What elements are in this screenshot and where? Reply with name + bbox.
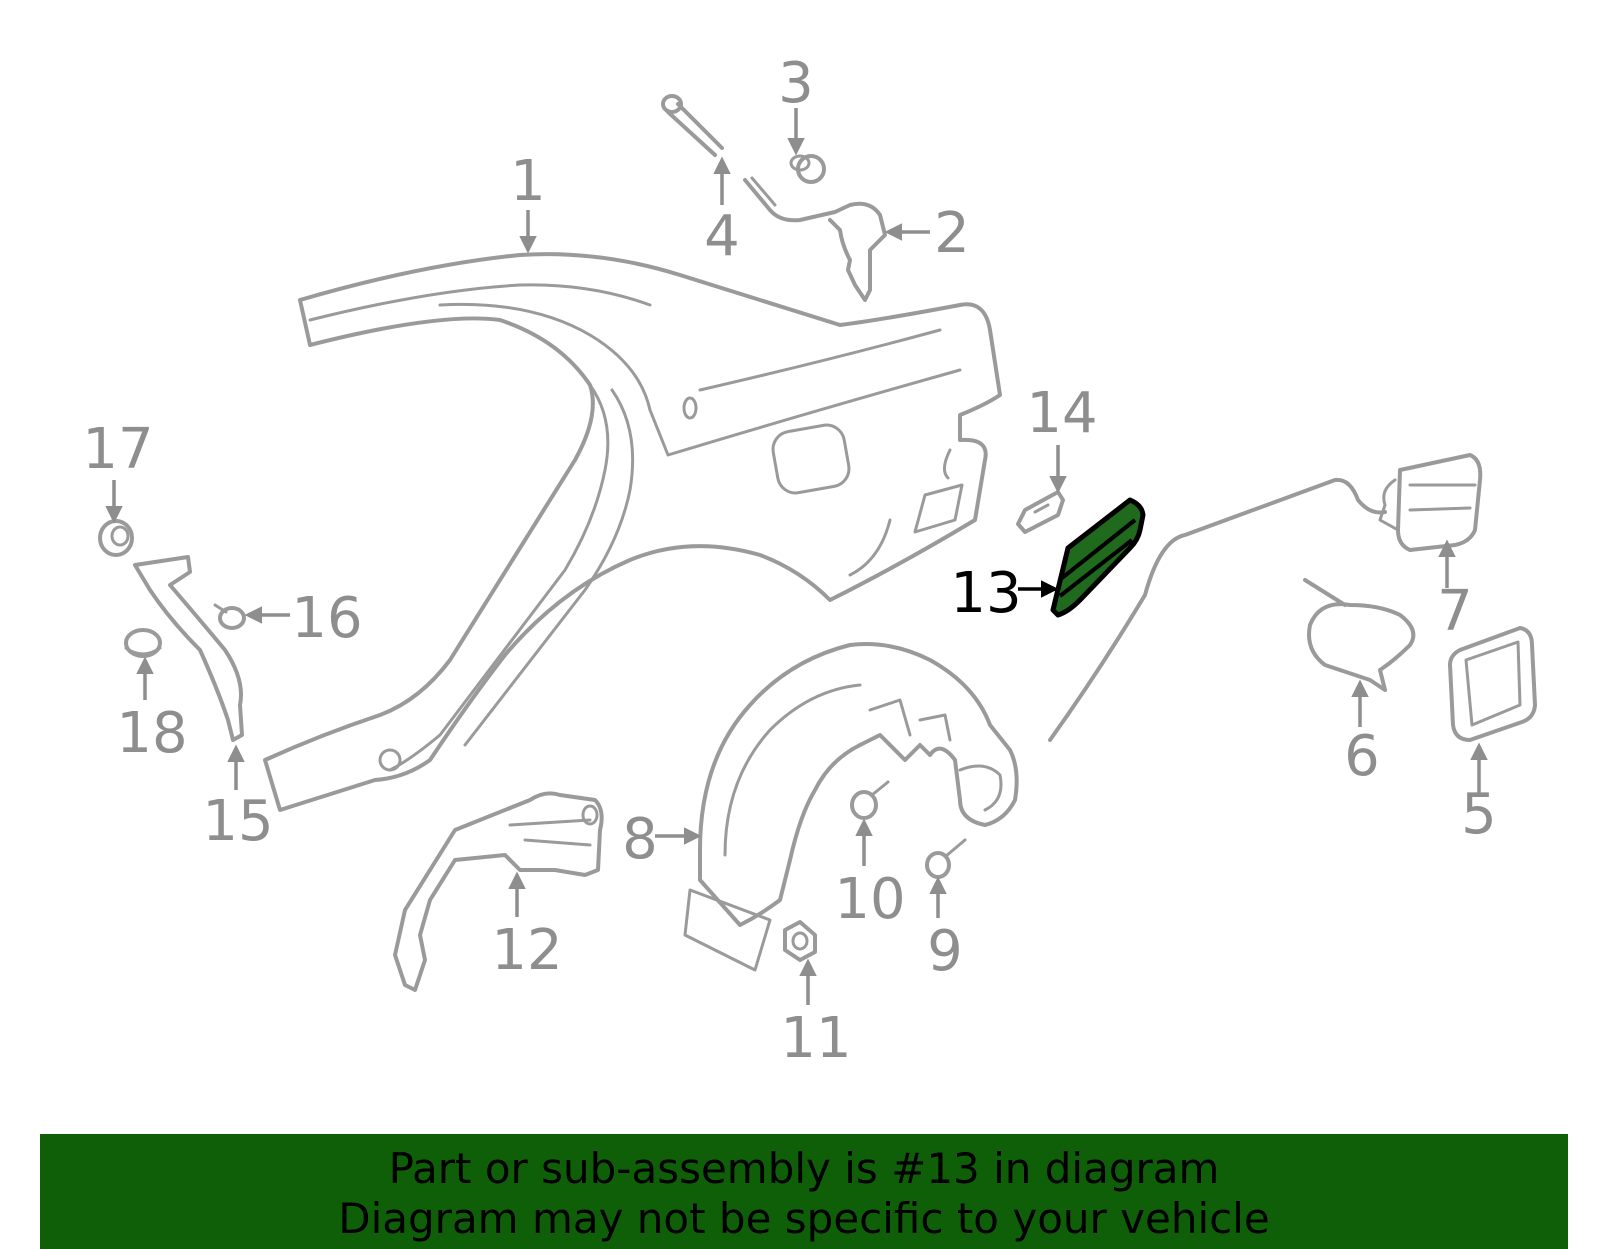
callout-9: 9 (927, 919, 963, 984)
banner-part-message: Part or sub-assembly is #13 in diagram (388, 1144, 1220, 1193)
wheel-liner-part (683, 642, 1019, 972)
callout-12: 12 (491, 918, 562, 983)
liner-bracket-part (393, 791, 604, 992)
highlighted-part-13 (1050, 497, 1146, 618)
callout-16: 16 (291, 586, 362, 651)
plug-part (124, 628, 162, 658)
callout-8: 8 (622, 807, 658, 872)
fuel-door-part (1448, 626, 1537, 742)
fuel-housing-part (1378, 453, 1483, 552)
rod-part (661, 94, 724, 157)
bolt-part-9 (925, 838, 967, 879)
callout-1: 1 (510, 149, 546, 214)
trim-strip-part (133, 555, 244, 742)
info-banner: Part or sub-assembly is #13 in diagram D… (40, 1134, 1568, 1249)
clip-part (789, 154, 826, 184)
quarter-panel-part (263, 252, 1002, 812)
leader-lines (105, 108, 1488, 1005)
callout-7: 7 (1437, 579, 1473, 644)
callout-3: 3 (778, 51, 814, 116)
nut-part (783, 920, 817, 962)
actuator-part (1303, 578, 1416, 692)
callout-2: 2 (934, 201, 970, 266)
callout-15: 15 (202, 789, 273, 854)
callout-14: 14 (1026, 381, 1097, 446)
bracket-part (743, 176, 887, 302)
banner-disclaimer: Diagram may not be specific to your vehi… (338, 1194, 1270, 1243)
plate-part (1016, 490, 1065, 534)
callout-5: 5 (1461, 782, 1497, 847)
callout-10: 10 (834, 867, 905, 932)
release-cable (1048, 477, 1387, 742)
callout-18: 18 (116, 701, 187, 766)
grommet-part (98, 519, 134, 557)
callout-6: 6 (1344, 724, 1380, 789)
callout-labels: 1 2 3 4 5 6 7 8 9 10 11 12 13 14 15 16 1… (82, 51, 1496, 1071)
push-clip-part (213, 603, 246, 630)
callout-17: 17 (82, 417, 153, 482)
callout-11: 11 (780, 1006, 851, 1071)
callout-13: 13 (950, 561, 1021, 626)
screw-part-10 (850, 780, 890, 820)
callout-4: 4 (704, 204, 740, 269)
